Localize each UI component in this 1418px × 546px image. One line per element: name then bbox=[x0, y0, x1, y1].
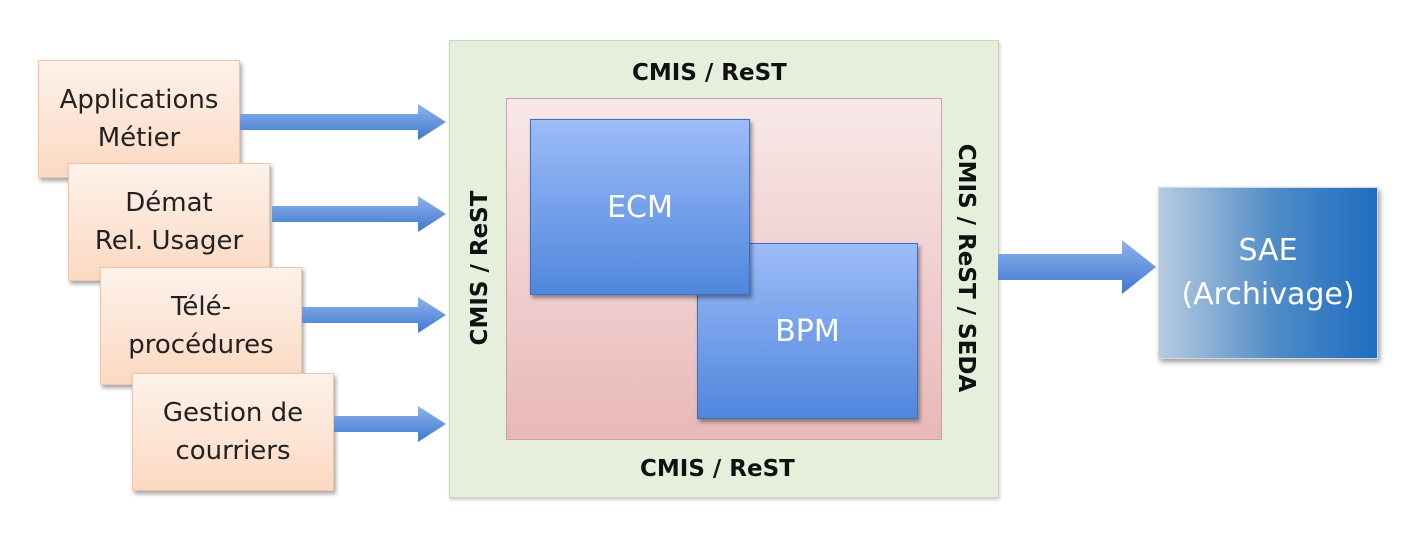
source-label-line1: Télé- bbox=[170, 292, 232, 322]
source-label-line1: Applications bbox=[59, 85, 219, 115]
source-applications-metier: Applications Métier bbox=[38, 60, 240, 178]
ecm-label: ECM bbox=[607, 189, 673, 225]
protocol-label-right: CMIS / ReST / SEDA bbox=[953, 143, 979, 393]
source-label-line2: Métier bbox=[97, 123, 181, 153]
source-gestion-courriers: Gestion de courriers bbox=[132, 373, 334, 491]
source-label-line2: procédures bbox=[128, 330, 274, 360]
arrow-applications-to-platform bbox=[240, 104, 446, 140]
archive-sae-box: SAE (Archivage) bbox=[1158, 187, 1378, 359]
protocol-label-top: CMIS / ReST bbox=[632, 60, 787, 86]
protocol-label-bottom: CMIS / ReST bbox=[640, 456, 795, 482]
source-label-line1: Gestion de bbox=[162, 398, 304, 428]
arrow-platform-to-archive bbox=[998, 240, 1156, 294]
arrow-courriers-to-platform bbox=[334, 406, 446, 442]
bpm-label: BPM bbox=[775, 313, 840, 349]
arrow-demat-to-platform bbox=[272, 196, 446, 232]
source-label-line2: courriers bbox=[175, 436, 291, 466]
archive-label-line1: SAE bbox=[1238, 233, 1298, 268]
source-teleprocedures: Télé- procédures bbox=[100, 267, 302, 385]
ecm-block: ECM bbox=[530, 119, 750, 295]
source-label-line1: Démat bbox=[125, 188, 213, 218]
archive-label-line2: (Archivage) bbox=[1181, 277, 1355, 312]
arrow-teleprocedures-to-platform bbox=[302, 297, 446, 333]
source-label-line2: Rel. Usager bbox=[94, 226, 244, 256]
protocol-label-left: CMIS / ReST bbox=[467, 190, 493, 346]
source-demat-rel-usager: Démat Rel. Usager bbox=[68, 163, 270, 281]
